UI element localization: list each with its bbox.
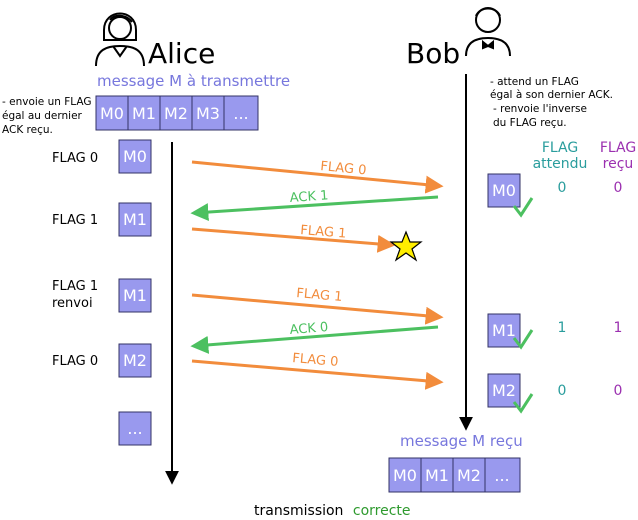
expected-header-line1: FLAG [542,140,578,156]
sender-buffer-label: M3 [196,104,220,123]
received-header-line1: FLAG [600,140,636,156]
alice-avatar-icon [95,12,145,67]
step-message-label: M0 [123,147,147,166]
receiver-rows: M0 0 0 M1 1 1 M2 0 0 [487,173,623,414]
sender-caption: message M à transmettre [97,72,290,90]
ack-arrow [190,325,439,354]
check-icon [512,329,534,350]
step-message-box [118,139,152,174]
step-flag-label: FLAG 1 [52,213,98,228]
step-flag-label: FLAG 0 [52,354,98,369]
bob-name: Bob [406,37,460,70]
step-message-box [118,411,152,446]
flag-arrow-label: FLAG 0 [292,351,339,370]
expected-flag-value: 0 [558,180,567,196]
step-flag-label: FLAG 0 [52,151,98,166]
sender-note-2: égal au dernier [2,110,83,122]
check-icon [512,393,534,414]
footer-prefix: transmission [254,503,343,519]
sender-buffer-cell [127,95,161,131]
received-flag-value: 0 [614,180,623,196]
received-flag-value: 0 [614,383,623,399]
received-message-box [487,173,521,208]
sender-buffer-cell [191,95,225,131]
sender-buffer-cell [159,95,193,131]
step-message-box [118,202,152,237]
sender-buffer-cell [223,95,259,131]
sender-steps: FLAG 0 M0 FLAG 1 M1 FLAG 1 renvoi M1 FLA… [52,139,152,446]
received-message-label: M2 [492,381,516,400]
footer-status: correcte [353,503,411,519]
step-message-label: M1 [123,210,147,229]
flag-arrow-label: FLAG 1 [296,286,343,305]
received-message-label: M0 [492,181,516,200]
ack-arrow [190,195,439,222]
received-message-label: M1 [492,321,516,340]
step-flag-label: FLAG 1 [52,279,98,294]
receiver-buffer-label: M2 [457,466,481,485]
sender-note-3: ACK reçu. [2,124,53,136]
flag-arrow [191,359,444,390]
step-message-box [118,343,152,378]
receiver-buffer-cell [452,457,486,493]
receiver-buffer-label: ... [494,466,509,485]
flag-arrow-label: FLAG 1 [300,223,347,242]
ack-arrow-label: ACK 0 [289,320,329,338]
step-message-box [118,278,152,313]
step-message-label: M1 [123,286,147,305]
receiver-note-4: du FLAG reçu. [493,117,567,129]
expected-flag-value: 0 [558,383,567,399]
receiver-caption: message M reçu [400,432,523,450]
receiver-buffer-cell [484,457,521,493]
receiver-buffer-label: M1 [425,466,449,485]
expected-flag-value: 1 [558,320,567,336]
bob-avatar-icon [465,7,511,57]
sender-buffer-label: ... [233,104,248,123]
flag-arrow [191,227,396,253]
receiver-note-2: égal à son dernier ACK. [490,89,613,101]
receiver-note-1: - attend un FLAG [490,76,579,88]
footer-caption: transmission correcte [254,503,411,519]
expected-header-line2: attendu [533,156,588,172]
ack-arrow-label: ACK 1 [289,188,329,206]
sender-buffer-label: M0 [100,104,124,123]
received-flag-value: 1 [614,320,623,336]
message-arrows: FLAG 0 ACK 1 FLAG 1 FLAG 1 ACK 0 FLAG 0 [190,159,444,390]
flag-arrow [191,160,444,194]
flag-arrow [191,293,444,325]
check-icon [512,197,534,218]
lost-packet-star-icon [389,230,423,262]
step-flag-label: renvoi [52,296,93,311]
sender-buffer-label: M2 [164,104,188,123]
received-header-line2: reçu [603,156,634,172]
alice-name: Alice [148,37,215,70]
flag-arrow-label: FLAG 0 [320,159,367,178]
step-message-label: ... [127,419,142,438]
receiver-buffer: M0 M1 M2 ... [388,457,521,493]
sender-buffer: M0 M1 M2 M3 ... [95,95,259,131]
sender-buffer-cell [95,95,129,131]
sender-buffer-label: M1 [132,104,156,123]
step-message-label: M2 [123,351,147,370]
received-message-box [487,313,521,348]
receiver-note-3: - renvoie l'inverse [493,103,587,115]
receiver-buffer-cell [388,457,422,493]
receiver-buffer-label: M0 [393,466,417,485]
sender-note-1: - envoie un FLAG [2,96,92,108]
